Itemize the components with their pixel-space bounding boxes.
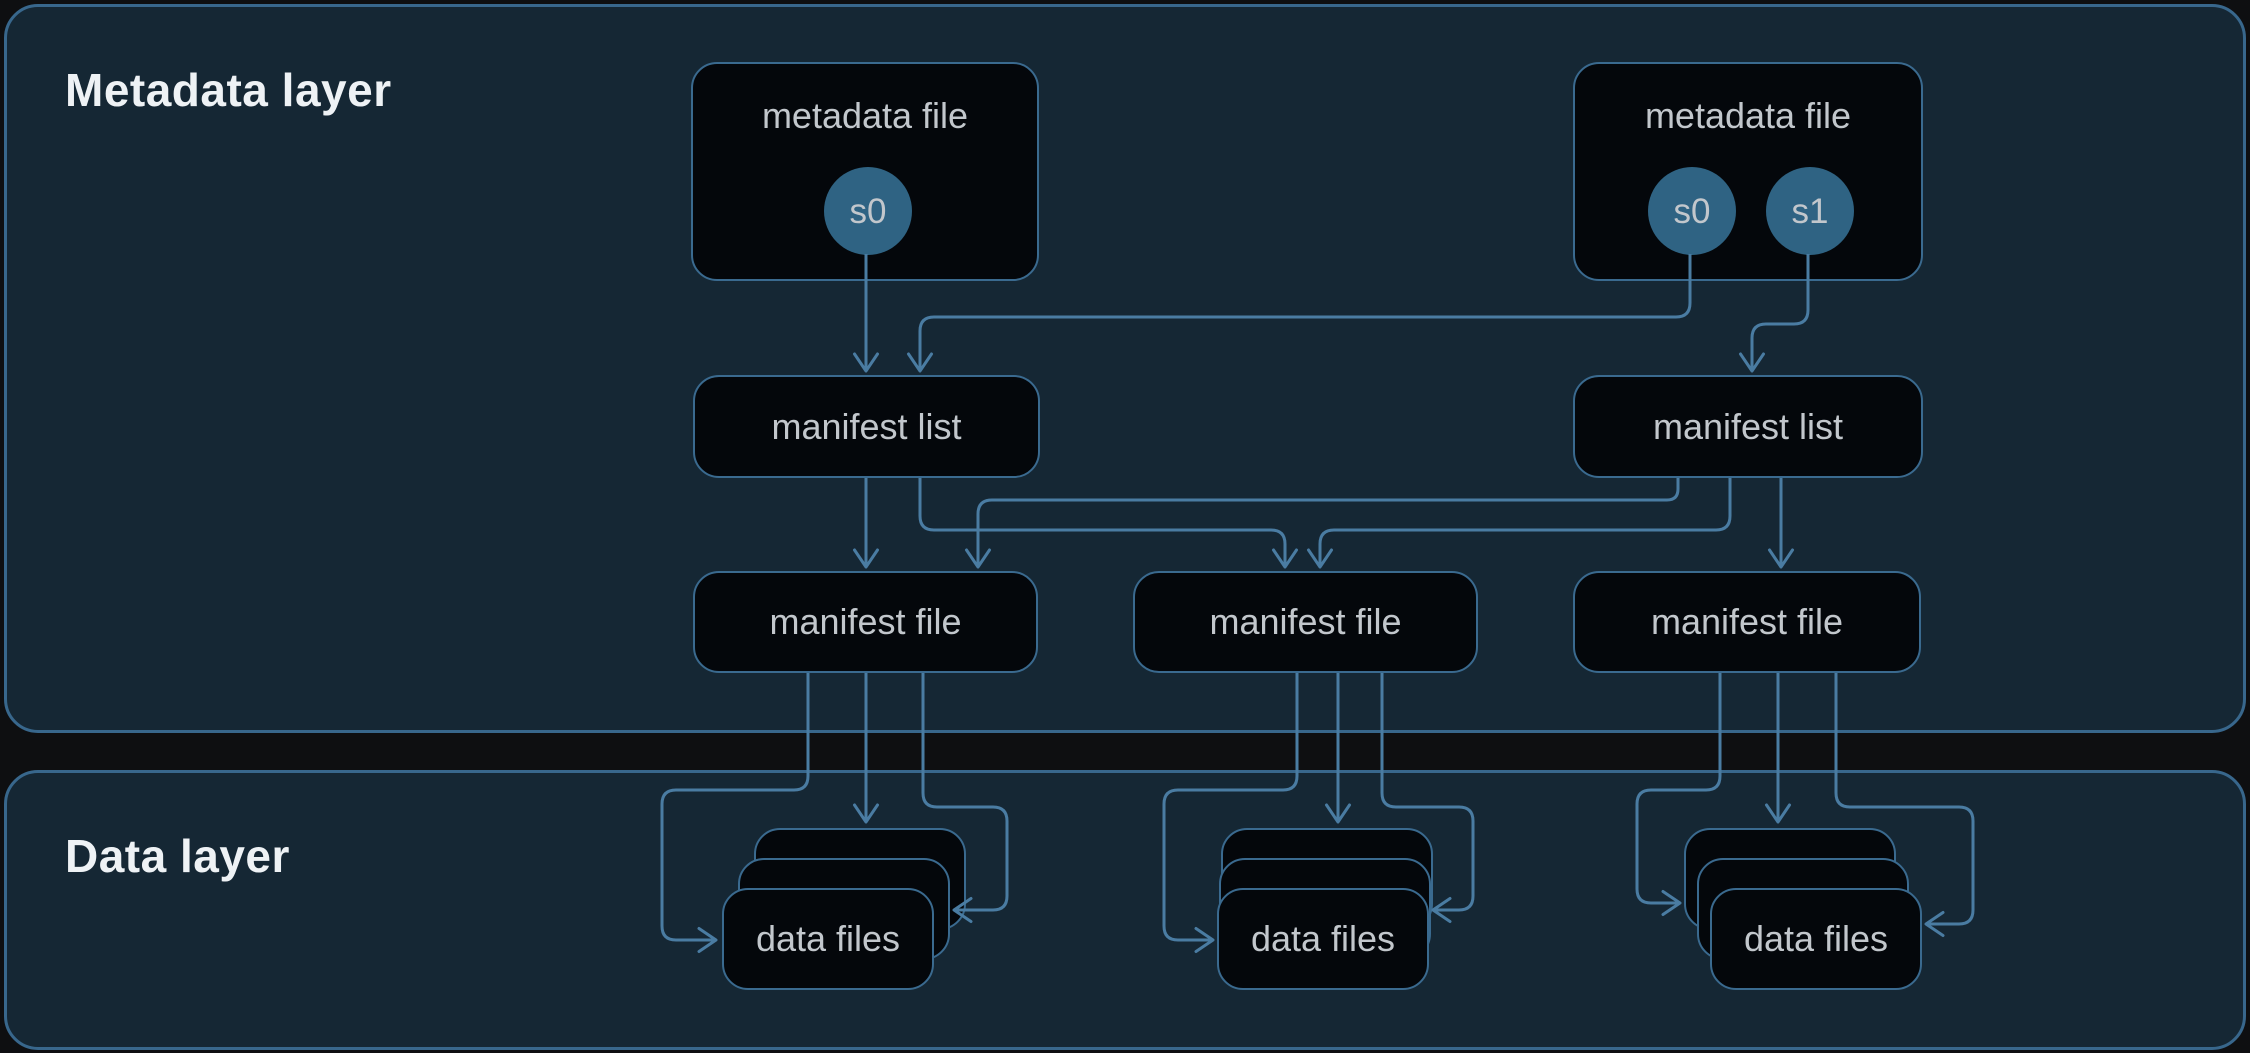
node-label: metadata file — [1644, 95, 1852, 136]
stack-label: data files — [1743, 918, 1889, 959]
node-manifest-file-2: manifest file — [1133, 571, 1478, 673]
stack-label: data files — [755, 918, 901, 959]
node-metadata-file-1: metadata file s0 — [691, 62, 1039, 281]
snapshot-circle-s0: s0 — [824, 167, 912, 255]
node-manifest-file-3: manifest file — [1573, 571, 1921, 673]
node-label: manifest file — [1209, 601, 1402, 642]
node-manifest-file-1: manifest file — [693, 571, 1038, 673]
node-label: manifest list — [1652, 405, 1844, 447]
snapshot-circle-s1: s1 — [1766, 167, 1854, 255]
node-manifest-list-1: manifest list — [693, 375, 1040, 478]
node-label: metadata file — [761, 95, 969, 136]
snapshot-circle-s0: s0 — [1648, 167, 1736, 255]
node-manifest-list-2: manifest list — [1573, 375, 1923, 478]
stack-data-files-2-front: data files — [1217, 888, 1429, 990]
stack-data-files-3-front: data files — [1710, 888, 1922, 990]
metadata-layer-title: Metadata layer — [65, 64, 392, 116]
data-layer-title: Data layer — [65, 830, 290, 882]
stack-label: data files — [1250, 918, 1396, 959]
stack-data-files-1-front: data files — [722, 888, 934, 990]
node-metadata-file-2: metadata file s0 s1 — [1573, 62, 1923, 281]
node-label: manifest list — [771, 405, 962, 447]
node-label: manifest file — [769, 601, 962, 642]
node-label: manifest file — [1650, 601, 1844, 642]
